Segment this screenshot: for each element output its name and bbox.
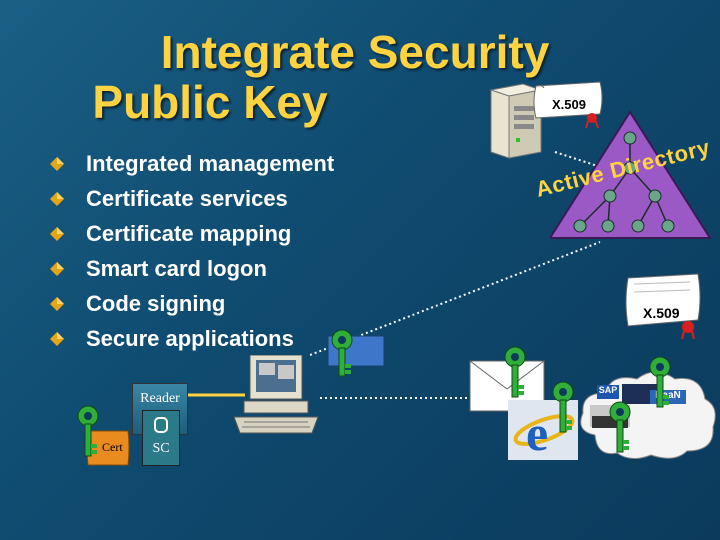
key-icon — [552, 381, 574, 433]
bullet-diamond-icon — [50, 331, 64, 346]
reader-label: Reader — [140, 391, 180, 406]
x509-label-top: X.509 — [552, 97, 586, 112]
computer-icon — [233, 355, 319, 434]
key-icon — [649, 356, 671, 408]
bullet-text: Integrated management — [86, 150, 335, 176]
key-icon — [609, 401, 631, 453]
title-line-2: Public Key — [92, 76, 328, 128]
bullet-item: Secure applications — [50, 321, 334, 356]
svg-text:e: e — [526, 405, 548, 461]
bullet-diamond-icon — [50, 226, 64, 241]
bullet-text: Code signing — [86, 290, 226, 316]
bullet-text: Certificate mapping — [86, 220, 292, 246]
smart-card-icon: SC — [142, 410, 180, 466]
certificate-scroll-icon — [625, 273, 701, 340]
server-icon — [489, 83, 543, 159]
bullet-text: Smart card logon — [86, 255, 267, 281]
smart-card-label: SC — [152, 441, 170, 456]
certificate-scroll-icon — [533, 81, 603, 129]
bullet-diamond-icon — [50, 156, 64, 171]
bullet-item: Certificate services — [50, 181, 334, 216]
bullet-item: Certificate mapping — [50, 216, 334, 251]
bullet-list: Integrated management Certificate servic… — [50, 146, 334, 356]
bullet-item: Smart card logon — [50, 251, 334, 286]
bullet-item: Integrated management — [50, 146, 334, 181]
active-directory-label: Active Directory — [533, 135, 712, 202]
sap-logo: SAP — [597, 385, 619, 399]
bullet-diamond-icon — [50, 261, 64, 276]
key-card-icon — [327, 329, 385, 377]
svg-text:Active Directory: Active Directory — [533, 135, 712, 202]
bullet-diamond-icon — [50, 296, 64, 311]
bullet-diamond-icon — [50, 191, 64, 206]
key-icon — [504, 346, 526, 398]
bullet-text: Certificate services — [86, 185, 288, 211]
bullet-text: Secure applications — [86, 325, 294, 351]
title-line-1: Integrate Security — [160, 26, 550, 78]
bullet-item: Code signing — [50, 286, 334, 321]
directory-triangle — [550, 110, 712, 239]
x509-label-right: X.509 — [643, 305, 680, 321]
cert-label: Cert — [102, 440, 123, 454]
key-icon — [77, 405, 99, 457]
